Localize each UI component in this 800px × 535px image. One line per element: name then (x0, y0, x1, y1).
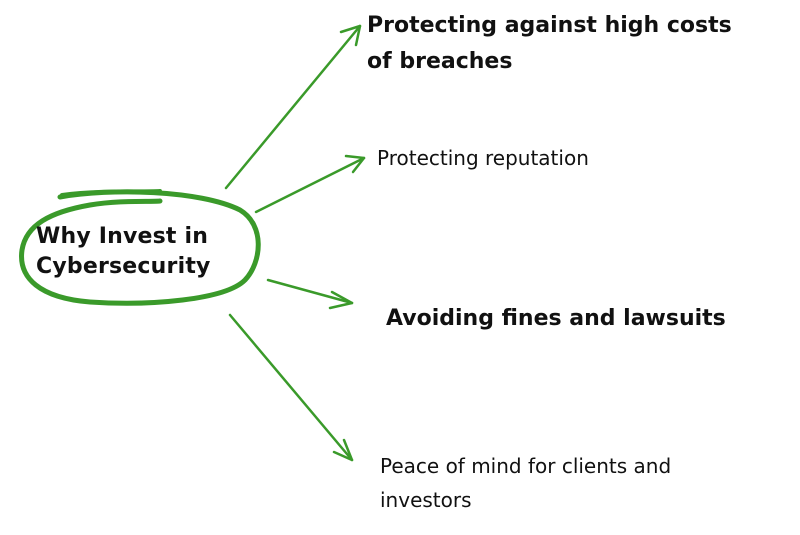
arrow-to-branch-4 (228, 313, 354, 462)
branch-4: Peace of mind for clients and investors (380, 449, 671, 517)
branch-line: Protecting against high costs (367, 13, 732, 38)
center-topic-line: Cybersecurity (36, 254, 211, 279)
arrow-to-branch-3 (266, 278, 354, 310)
branch-line: Avoiding fines and lawsuits (386, 306, 726, 331)
branch-line: of breaches (367, 49, 513, 74)
branch-3: Avoiding fines and lawsuits (386, 304, 726, 334)
center-topic-line: Why Invest in (36, 224, 209, 249)
branch-1: Protecting against high costs of breache… (367, 8, 732, 80)
center-topic: Why Invest in Cybersecurity (36, 222, 211, 282)
center-underline-stroke (60, 189, 162, 197)
arrow-to-branch-2 (254, 154, 366, 214)
center-ellipse (19, 189, 261, 306)
branch-line: investors (380, 488, 472, 512)
branch-line: Protecting reputation (377, 146, 589, 170)
branch-2: Protecting reputation (377, 144, 589, 172)
arrow-to-branch-1 (224, 24, 362, 190)
branch-line: Peace of mind for clients and (380, 454, 672, 478)
